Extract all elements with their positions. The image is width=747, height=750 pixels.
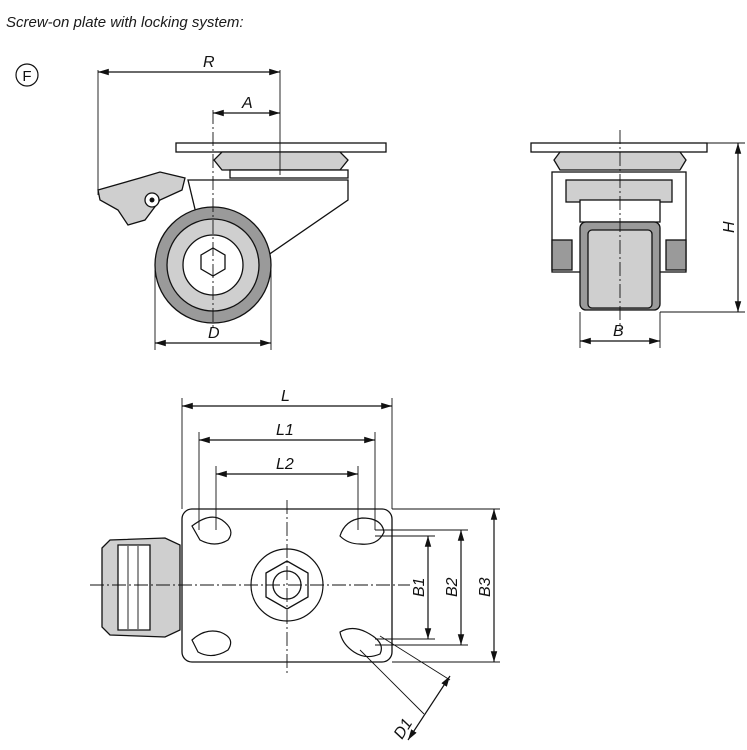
mounting-slot-tr <box>339 517 385 545</box>
dimension-label-d: D <box>208 325 220 342</box>
svg-text:F: F <box>22 68 31 85</box>
dimension-label-b3: B3 <box>477 577 494 597</box>
top-view: L L1 L2 B1 B2 B3 D1 <box>90 388 500 742</box>
dimension-label-l1: L1 <box>276 422 294 439</box>
variant-marker: F <box>15 63 39 87</box>
side-view: R A D <box>97 54 387 350</box>
mounting-slot-br <box>339 627 382 658</box>
front-view: H B <box>530 130 745 348</box>
dimension-label-r: R <box>203 54 215 71</box>
mounting-slot-bl <box>191 630 232 657</box>
drawing-caption: Screw-on plate with locking system: <box>6 14 244 31</box>
dimension-label-h: H <box>721 221 738 233</box>
dimension-label-a: A <box>241 95 253 112</box>
dimension-label-b: B <box>613 323 624 340</box>
dimension-label-d1: D1 <box>391 716 416 742</box>
mounting-slot-tl <box>191 516 232 545</box>
dimension-label-l2: L2 <box>276 456 294 473</box>
dimension-label-b1: B1 <box>411 577 428 597</box>
dimension-label-b2: B2 <box>444 577 461 597</box>
dimension-label-l: L <box>281 388 290 405</box>
